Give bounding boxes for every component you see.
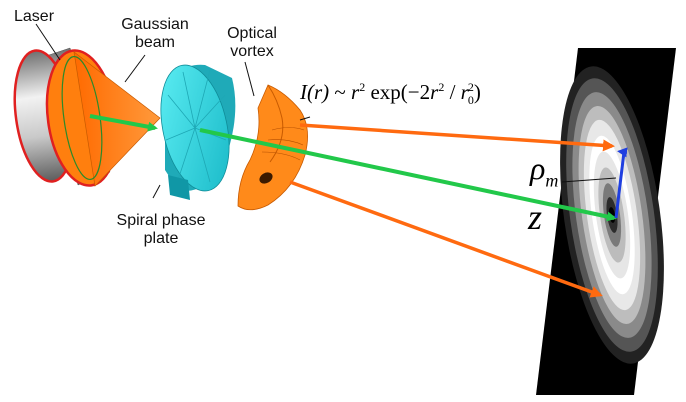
formula-slash: /: [444, 80, 461, 104]
input-beam-arrow: [89, 114, 158, 132]
formula-lhs: I(r): [300, 80, 330, 104]
lower-ring-arrow: [289, 180, 603, 298]
formula-leader-line: [299, 116, 311, 121]
donut-intensity-pattern-icon: [536, 48, 676, 395]
optical-vortex-label-line2: vortex: [230, 43, 274, 60]
rho-leader-line: [561, 177, 617, 183]
rho-m-label: ρm: [530, 150, 558, 191]
plate-leader-line: [152, 184, 161, 199]
gaussian-beam-label: Gaussian beam: [110, 16, 200, 52]
upper-ring-arrow: [299, 123, 615, 152]
formula-r0: r: [460, 80, 469, 104]
formula-exp: exp(−2: [370, 80, 431, 104]
formula-r2: r: [351, 80, 360, 104]
laser-label: Laser: [14, 8, 55, 25]
spiral-phase-plate-label-line1: Spiral phase: [116, 212, 206, 229]
rho-subscript: m: [545, 170, 559, 191]
rho-symbol: ρ: [530, 150, 546, 186]
z-axis-beam-arrow: [199, 128, 617, 222]
gaussian-leader-line: [124, 54, 146, 83]
gaussian-beam-label-line1: Gaussian: [121, 16, 189, 33]
optical-vortex-label-line1: Optical: [227, 25, 277, 42]
optical-vortex-label: Optical vortex: [222, 25, 282, 61]
rho-m-arrow: [614, 147, 628, 219]
laser-leader-line: [35, 23, 61, 61]
formula-close: ): [473, 80, 481, 104]
spiral-phase-plate-label: Spiral phase plate: [102, 212, 220, 248]
spiral-phase-plate-label-line2: plate: [143, 230, 179, 247]
z-label: z: [528, 197, 543, 237]
formula-rel: ~: [334, 80, 346, 104]
gaussian-beam-label-line2: beam: [134, 34, 176, 51]
vortex-leader-line: [244, 61, 255, 97]
spiral-phase-plate-icon: [160, 64, 236, 200]
intensity-formula: I(r) ~ r2 exp(−2r2 / r02): [300, 80, 481, 108]
formula-r2b: r: [430, 80, 439, 104]
